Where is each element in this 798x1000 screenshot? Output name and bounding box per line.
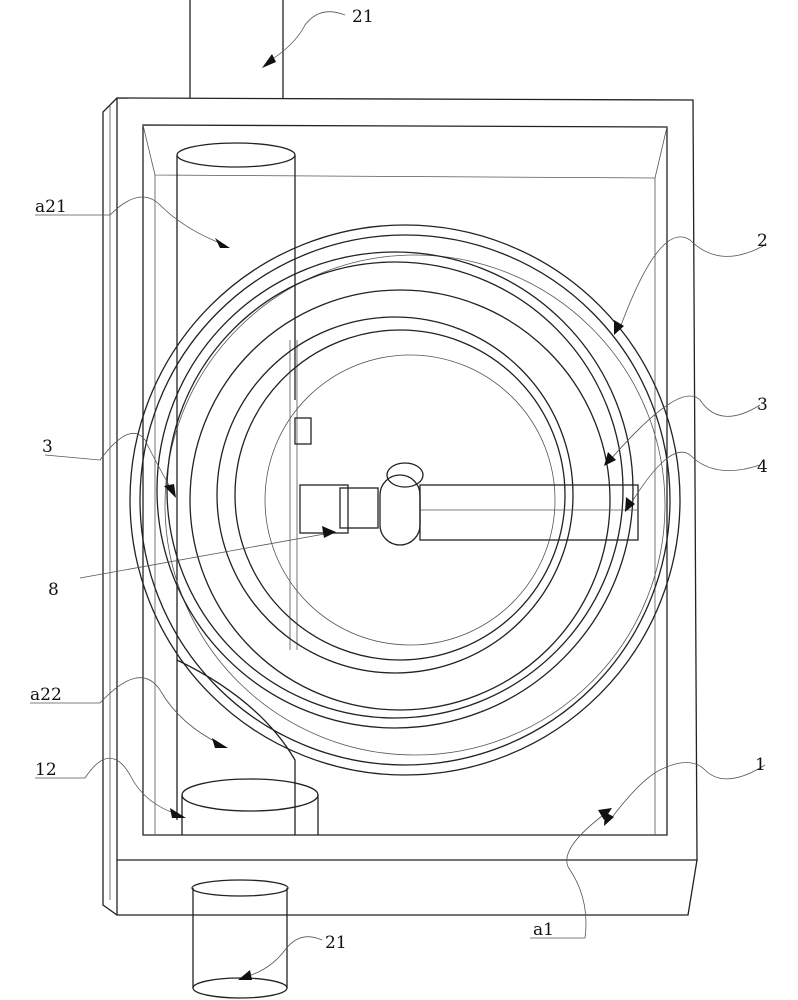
- rotating-arm: [299, 462, 639, 546]
- label-a21: a21: [35, 197, 67, 217]
- label-21-bottom: 21: [325, 933, 347, 953]
- label-3-left: 3: [42, 437, 53, 457]
- inlet-tube: [176, 142, 319, 835]
- label-2: 2: [757, 231, 768, 251]
- label-a22: a22: [30, 685, 62, 705]
- label-21-top: 21: [352, 7, 374, 27]
- leader-lines: [30, 11, 766, 980]
- label-3-right: 3: [757, 395, 768, 415]
- label-1: 1: [755, 755, 766, 775]
- housing: [102, 97, 698, 916]
- label-4: 4: [757, 457, 768, 477]
- bottom-pipe: [191, 879, 289, 999]
- label-12: 12: [35, 760, 57, 780]
- label-a1: a1: [533, 920, 554, 940]
- label-8: 8: [48, 580, 59, 600]
- spiral-ring: [129, 224, 681, 776]
- top-pipe: [189, 0, 284, 98]
